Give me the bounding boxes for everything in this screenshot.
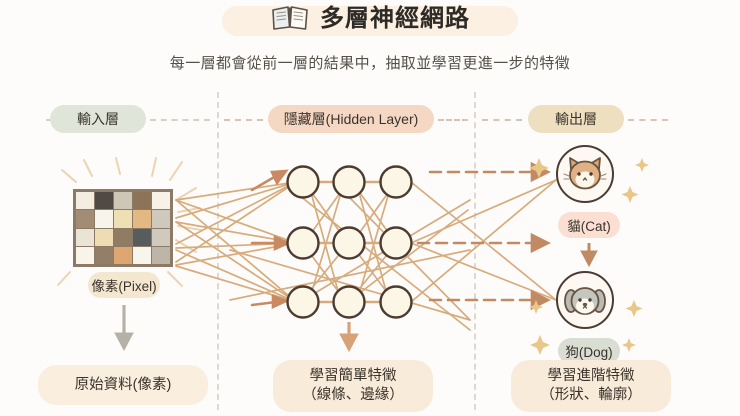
pixel-tag: 像素(Pixel) <box>88 272 160 298</box>
caption-output-line2: （形狀、輪廓） <box>540 387 642 403</box>
caption-output: 學習進階特徵 （形狀、輪廓） <box>511 360 671 412</box>
layer-label-output: 輸出層 <box>528 105 624 133</box>
pixel-cell <box>133 192 151 210</box>
layer-label-input: 輸入層 <box>50 105 146 133</box>
dash-right-input <box>150 119 210 121</box>
pixel-grid <box>73 189 173 267</box>
caption-hidden: 學習簡單特徵 （線條、邊緣） <box>273 360 433 412</box>
pixel-cell <box>95 192 113 210</box>
open-book-icon <box>272 6 308 30</box>
hidden-node <box>379 226 413 260</box>
pixel-cell <box>133 210 151 228</box>
pixel-cell <box>76 246 94 264</box>
divider-hidden-output <box>474 92 476 410</box>
output-dog-icon-circle[interactable] <box>556 271 614 329</box>
hidden-node <box>286 165 320 199</box>
hidden-node <box>286 285 320 319</box>
dash-right-hidden <box>438 119 468 121</box>
pixel-cell <box>76 192 94 210</box>
dash-left-output <box>482 119 522 121</box>
hidden-node <box>286 226 320 260</box>
pixel-cell <box>152 192 170 210</box>
pixel-cell <box>152 228 170 246</box>
caption-hidden-line1: 學習簡單特徵 <box>309 368 397 384</box>
layer-label-hidden-text: 隱藏層(Hidden Layer) <box>283 111 419 127</box>
pixel-cell <box>76 210 94 228</box>
pixel-cell <box>133 246 151 264</box>
dash-left-hidden <box>224 119 274 121</box>
hidden-node <box>332 226 366 260</box>
dog-face-icon <box>564 287 606 315</box>
divider-input-hidden <box>217 92 219 410</box>
layer-label-input-text: 輸入層 <box>77 111 119 127</box>
pixel-cell <box>152 210 170 228</box>
pixel-tag-text: 像素(Pixel) <box>91 279 157 294</box>
pixel-cell <box>133 228 151 246</box>
caption-hidden-line2: （線條、邊緣） <box>302 387 404 403</box>
pixel-cell <box>95 246 113 264</box>
caption-input-line1: 原始資料(像素) <box>74 376 172 393</box>
page-title: 多層神經網路 <box>0 4 740 34</box>
hidden-node <box>379 285 413 319</box>
pixel-cell <box>95 228 113 246</box>
output-label-cat-text: 貓(Cat) <box>567 219 611 234</box>
caption-output-line1: 學習進階特徵 <box>547 368 635 384</box>
layer-label-hidden: 隱藏層(Hidden Layer) <box>268 105 434 133</box>
pixel-cell <box>152 246 170 264</box>
output-label-dog-text: 狗(Dog) <box>565 345 613 360</box>
pixel-cell <box>114 210 132 228</box>
title-highlight <box>222 6 518 36</box>
pixel-cell <box>114 192 132 210</box>
hidden-node <box>332 285 366 319</box>
cat-face-icon <box>563 157 607 190</box>
caption-input: 原始資料(像素) <box>38 365 208 405</box>
pixel-cell <box>76 228 94 246</box>
hidden-node <box>332 165 366 199</box>
output-label-cat: 貓(Cat) <box>558 212 620 238</box>
layer-label-output-text: 輸出層 <box>555 111 597 127</box>
pixel-cell <box>95 210 113 228</box>
pixel-cell <box>114 228 132 246</box>
output-cat-icon-circle[interactable] <box>556 145 614 203</box>
pixel-cell <box>114 246 132 264</box>
hidden-node <box>379 165 413 199</box>
page-title-text: 多層神經網路 <box>320 5 470 32</box>
output-label-dog: 狗(Dog) <box>558 338 620 364</box>
page-subtitle: 每一層都會從前一層的結果中，抽取並學習更進一步的特徵 <box>169 55 571 72</box>
dash-right-output <box>628 119 668 121</box>
